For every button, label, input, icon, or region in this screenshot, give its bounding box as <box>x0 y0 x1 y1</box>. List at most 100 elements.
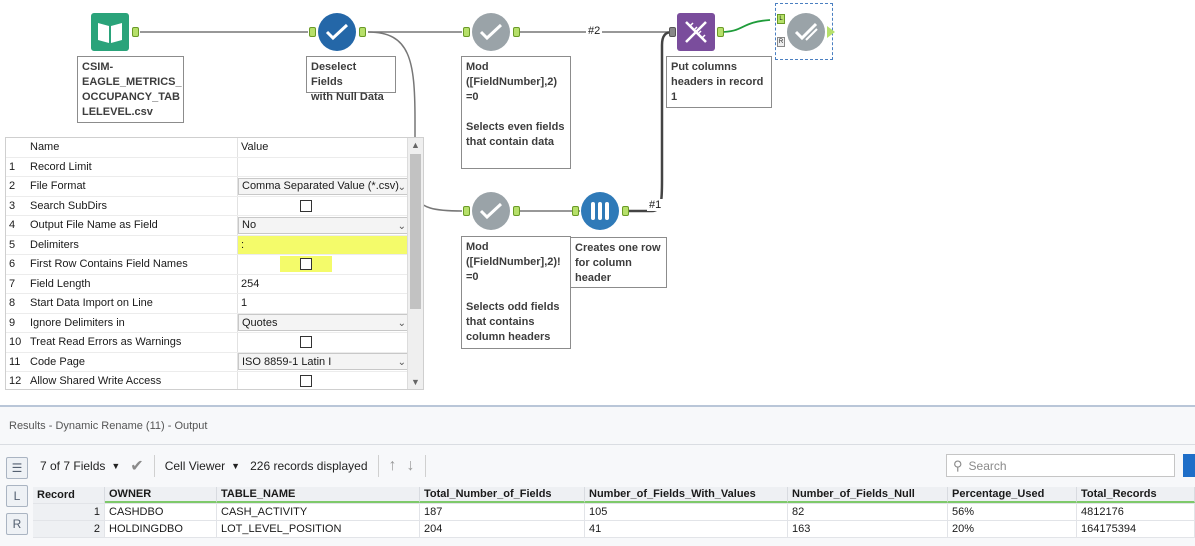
input-data-tool[interactable] <box>91 13 129 51</box>
config-row-value[interactable]: 1 <box>241 297 248 310</box>
search-input[interactable]: ⚲ Search <box>946 454 1175 477</box>
config-row-value[interactable] <box>238 372 411 389</box>
filter-even-input-anchor[interactable] <box>463 27 470 37</box>
table-view-icon[interactable]: ☰ <box>6 457 28 479</box>
filter-odd-output-anchor[interactable] <box>513 206 520 216</box>
config-row-value[interactable]: No⌄ <box>238 216 411 234</box>
checkbox[interactable] <box>300 258 312 271</box>
search-icon: ⚲ <box>953 457 963 473</box>
input-output-anchor[interactable] <box>132 27 139 37</box>
apply-check-icon[interactable]: ✔ <box>130 458 144 475</box>
config-row-number: 3 <box>9 199 16 212</box>
table-cell[interactable]: LOT_LEVEL_POSITION <box>217 521 420 537</box>
table-cell[interactable]: 2 <box>33 521 105 537</box>
config-row-value[interactable]: Quotes⌄ <box>238 314 411 332</box>
highlight-marker <box>280 256 332 273</box>
table-cell[interactable]: 20% <box>948 521 1077 537</box>
config-scroll-thumb[interactable] <box>410 154 421 309</box>
wire-label-1: #1 <box>647 199 664 211</box>
filter-even-tool[interactable] <box>472 13 510 51</box>
column-header[interactable]: Total_Number_of_Fields <box>420 487 585 503</box>
column-header[interactable]: OWNER <box>105 487 217 503</box>
checkbox[interactable] <box>300 199 312 212</box>
table-cell[interactable]: 1 <box>33 504 105 520</box>
arrow-down-icon[interactable]: ↓ <box>406 457 415 474</box>
browse-tool[interactable] <box>787 13 825 51</box>
dynamic-rename-tool[interactable] <box>677 13 715 51</box>
table-cell[interactable]: 204 <box>420 521 585 537</box>
table-cell[interactable]: HOLDINGDBO <box>105 521 217 537</box>
scroll-up-icon[interactable]: ▲ <box>411 140 420 150</box>
pencil-check-icon <box>794 22 818 41</box>
table-cell[interactable]: 56% <box>948 504 1077 520</box>
results-toolbar: 7 of 7 Fields▼ ✔ Cell Viewer▼ 226 record… <box>40 455 436 477</box>
left-anchor-icon[interactable]: L <box>6 485 28 507</box>
workflow-canvas[interactable]: CSIM- EAGLE_METRICS_ OCCUPANCY_TAB LELEV… <box>0 0 1195 405</box>
column-header[interactable]: Number_of_Fields_Null <box>788 487 948 503</box>
config-row-value[interactable] <box>238 158 411 177</box>
table-cell[interactable]: 4812176 <box>1077 504 1195 520</box>
browse-output-anchor[interactable] <box>827 26 835 38</box>
scroll-down-icon[interactable]: ▼ <box>411 377 420 387</box>
checkmark-icon <box>479 202 503 220</box>
config-row-number: 1 <box>9 160 16 173</box>
table-cell[interactable]: CASHDBO <box>105 504 217 520</box>
filter-odd-tool[interactable] <box>472 192 510 230</box>
table-cell[interactable]: 163 <box>788 521 948 537</box>
config-row-value[interactable]: 254 <box>241 277 260 290</box>
config-header-row: Name Value <box>6 138 411 158</box>
table-cell[interactable]: 164175394 <box>1077 521 1195 537</box>
dropdown-value: Comma Separated Value (*.csv) <box>242 180 399 193</box>
transpose-tool[interactable] <box>581 192 619 230</box>
table-cell[interactable]: 187 <box>420 504 585 520</box>
input-annotation: CSIM- EAGLE_METRICS_ OCCUPANCY_TAB LELEV… <box>77 56 184 123</box>
select-output-anchor[interactable] <box>359 27 366 37</box>
config-row-number: 4 <box>9 219 16 232</box>
config-row-value[interactable] <box>238 197 411 216</box>
cell-viewer-dropdown[interactable]: Cell Viewer▼ <box>165 459 240 473</box>
chevron-down-icon: ⌄ <box>397 181 406 193</box>
select-input-anchor[interactable] <box>309 27 316 37</box>
config-row-number: 8 <box>9 297 16 310</box>
config-row-value[interactable]: Comma Separated Value (*.csv)⌄ <box>238 177 411 195</box>
config-row-value[interactable]: : <box>238 235 411 254</box>
checkbox[interactable] <box>300 375 312 388</box>
config-row-value[interactable] <box>238 333 411 352</box>
filter-even-output-anchor[interactable] <box>513 27 520 37</box>
table-cell[interactable]: 82 <box>788 504 948 520</box>
options-button[interactable] <box>1183 454 1195 477</box>
arrow-up-icon[interactable]: ↑ <box>388 457 397 474</box>
transpose-output-anchor[interactable] <box>622 206 629 216</box>
fields-dropdown[interactable]: 7 of 7 Fields▼ <box>40 459 120 473</box>
checkbox[interactable] <box>300 336 312 349</box>
rename-input-anchor[interactable] <box>669 27 676 37</box>
config-row-value[interactable]: ISO 8859-1 Latin I⌄ <box>238 353 411 371</box>
dna-icon <box>685 21 707 43</box>
cell-viewer-label: Cell Viewer <box>164 459 226 473</box>
dropdown-value: No <box>242 219 257 232</box>
column-header[interactable]: Record <box>33 487 105 503</box>
table-cell[interactable]: 105 <box>585 504 788 520</box>
table-cell[interactable]: CASH_ACTIVITY <box>217 504 420 520</box>
column-header[interactable]: TABLE_NAME <box>217 487 420 503</box>
right-anchor-icon[interactable]: R <box>6 513 28 535</box>
column-header[interactable]: Total_Records <box>1077 487 1195 503</box>
select-tool[interactable] <box>318 13 356 51</box>
config-row-name: Start Data Import on Line <box>28 294 238 313</box>
join-right-anchor[interactable]: R <box>777 37 785 47</box>
config-scrollbar[interactable]: ▲ ▼ <box>407 138 423 389</box>
rename-output-anchor[interactable] <box>717 27 724 37</box>
config-row-value[interactable] <box>238 255 411 274</box>
table-cell[interactable]: 41 <box>585 521 788 537</box>
column-header[interactable]: Number_of_Fields_With_Values <box>585 487 788 503</box>
join-left-anchor[interactable]: L <box>777 14 785 24</box>
filter-odd-input-anchor[interactable] <box>463 206 470 216</box>
transpose-input-anchor[interactable] <box>572 206 579 216</box>
column-header[interactable]: Percentage_Used <box>948 487 1077 503</box>
